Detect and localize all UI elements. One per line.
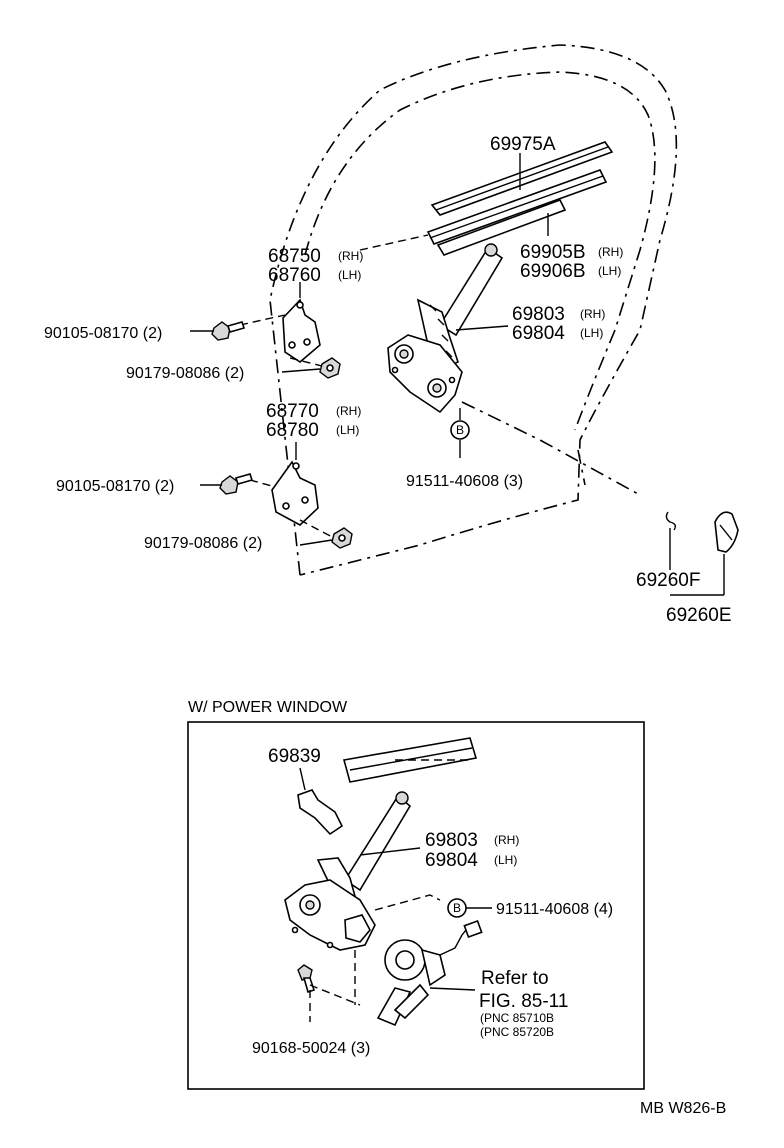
door-outline (269, 44, 678, 576)
part-69905B: 69905B (520, 242, 586, 263)
part-69804-side: (LH) (580, 326, 603, 340)
pw-part-69803: 69803 (425, 830, 478, 851)
power-window-box (187, 721, 645, 1090)
part-68750-side: (RH) (338, 249, 363, 263)
door-hinge-lower (249, 442, 335, 539)
pw-part-69804-side: (LH) (494, 853, 517, 867)
part-bolt-upper: 90105-08170 (2) (44, 325, 162, 342)
pw-part-screw: 90168-50024 (3) (252, 1040, 370, 1057)
door-hinge-upper (239, 282, 323, 367)
part-69803-side: (RH) (580, 307, 605, 321)
part-bolt-lower: 90105-08170 (2) (56, 478, 174, 495)
window-motor (376, 919, 483, 1027)
part-69975A: 69975A (490, 134, 556, 155)
part-69839: 69839 (268, 746, 321, 767)
pnc-reference-2: (PNC 85720B (480, 1025, 554, 1039)
b-marker-circle (450, 420, 470, 440)
b-marker: B (456, 423, 464, 437)
part-nut-upper: 90179-08086 (2) (126, 365, 244, 382)
window-handle (665, 511, 739, 596)
power-regulator (284, 791, 441, 951)
nut-icon (281, 357, 341, 379)
part-68750: 68750 (268, 246, 321, 267)
part-68780: 68780 (266, 420, 319, 441)
part-68780-side: (LH) (336, 423, 359, 437)
part-68770: 68770 (266, 401, 319, 422)
power-window-labels: 69839 69803 (RH) 69804 (LH) B 91511-4060… (252, 746, 613, 1057)
part-69804: 69804 (512, 323, 565, 344)
part-69803: 69803 (512, 304, 565, 325)
bolt-icon (190, 321, 246, 341)
power-window-title: W/ POWER WINDOW (188, 699, 348, 716)
fig-reference: FIG. 85-11 (479, 991, 568, 1012)
pw-part-69804: 69804 (425, 850, 478, 871)
pw-b-marker: B (453, 901, 461, 915)
screw-icon (297, 950, 361, 1022)
part-69906B-side: (LH) (598, 264, 621, 278)
part-68770-side: (RH) (336, 404, 361, 418)
part-screw-b: 91511-40608 (3) (406, 473, 523, 490)
part-69905B-side: (RH) (598, 245, 623, 259)
diagram-code: MB W826-B (640, 1100, 726, 1117)
pw-part-screw-b: 91511-40608 (4) (496, 901, 613, 918)
refer-to: Refer to (481, 968, 549, 989)
window-regulator (387, 243, 641, 496)
pnc-reference-1: (PNC 85710B (480, 1011, 554, 1025)
part-68760: 68760 (268, 265, 321, 286)
part-68760-side: (LH) (338, 268, 361, 282)
bolt-icon (200, 473, 254, 495)
part-69260F: 69260F (636, 570, 700, 591)
part-69906B: 69906B (520, 261, 586, 282)
glass-run-channel (359, 141, 614, 256)
part-nut-lower: 90179-08086 (2) (144, 535, 262, 552)
bracket-69839 (297, 767, 344, 836)
nut-icon (299, 527, 353, 549)
part-69260E: 69260E (666, 605, 732, 626)
power-window-channel (342, 737, 478, 783)
upper-labels: 69975A 68750 (RH) 68760 (LH) 69905B (RH)… (44, 134, 732, 626)
pw-part-69803-side: (RH) (494, 833, 519, 847)
